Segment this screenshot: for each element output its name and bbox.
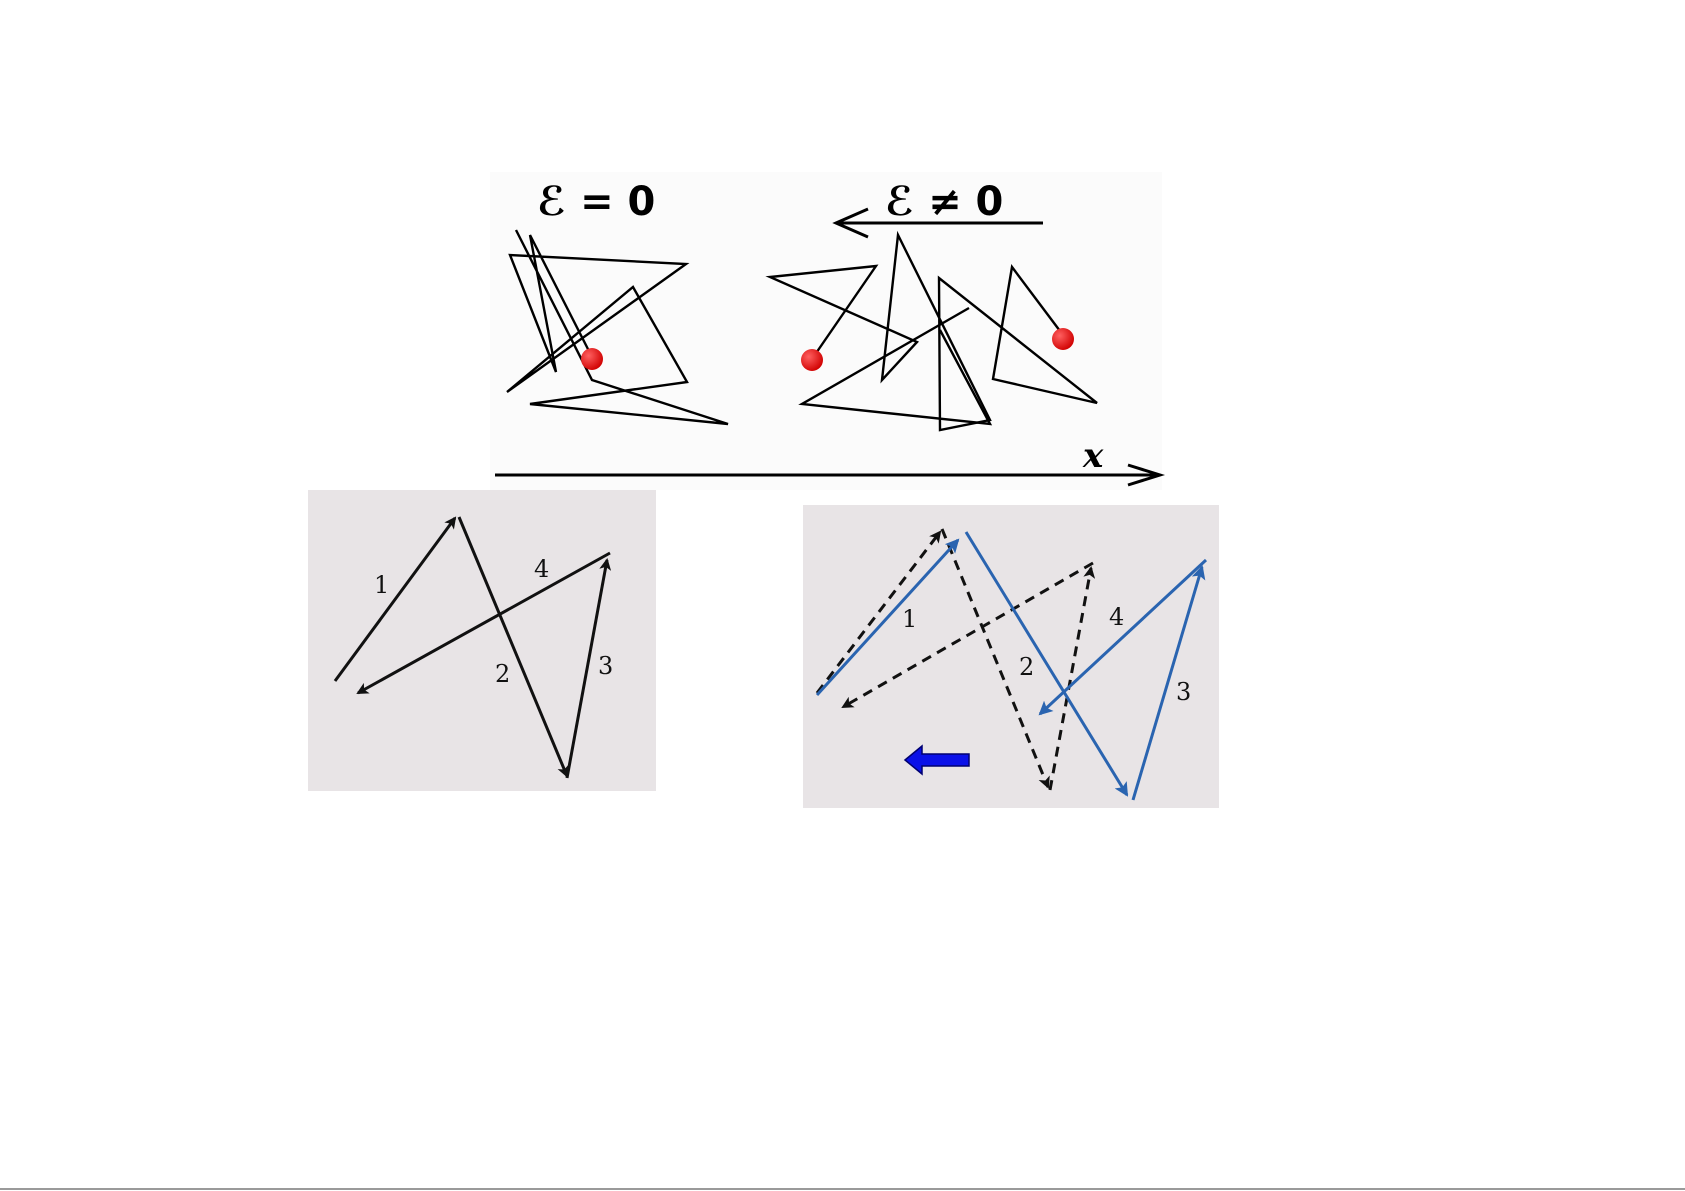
x-axis-label: x [1082, 436, 1104, 476]
right-panel-background [803, 505, 1219, 808]
right-label-4: 4 [1109, 603, 1124, 631]
right-label-3: 3 [1176, 678, 1191, 706]
top-figure: ℰ = 0 ℰ ≠ 0 x [490, 172, 1162, 490]
particle-start [801, 349, 823, 371]
left-label-3: 3 [598, 652, 613, 680]
left-label-1: 1 [374, 571, 389, 599]
left-label-2: 2 [495, 660, 510, 688]
right-panel: 1 2 3 4 [803, 505, 1219, 808]
left-label-4: 4 [534, 555, 549, 583]
left-panel: 1 2 3 4 [308, 490, 656, 791]
right-label-1: 1 [902, 605, 917, 633]
particle-zero-field [581, 348, 603, 370]
particle-end [1052, 328, 1074, 350]
label-nonzero-field: ℰ ≠ 0 [885, 179, 1003, 225]
label-zero-field: ℰ = 0 [537, 179, 655, 225]
right-label-2: 2 [1019, 653, 1034, 681]
left-panel-background [308, 490, 656, 791]
